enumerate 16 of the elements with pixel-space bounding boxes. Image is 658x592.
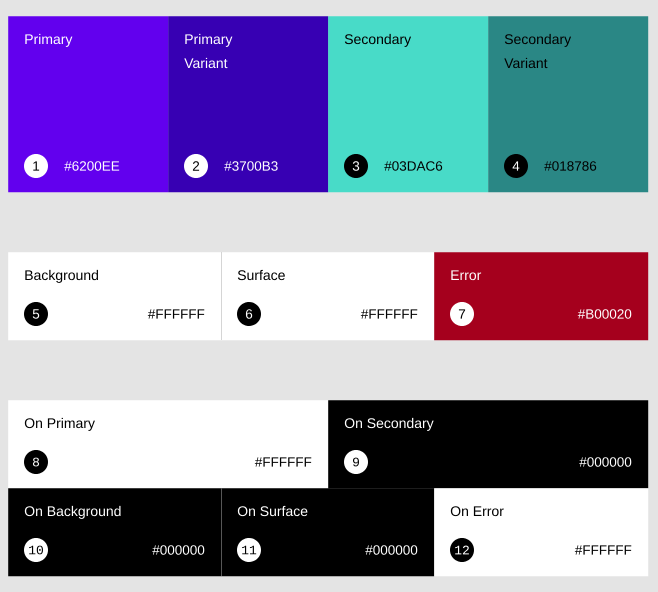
callout-number: 4 xyxy=(504,154,528,178)
callout-number: 11 xyxy=(237,538,261,562)
node-label: #FFFFFF xyxy=(148,309,204,319)
callout-number: 9 xyxy=(344,450,368,474)
callout-number: 10 xyxy=(24,538,48,562)
node-label: #000000 xyxy=(152,545,204,555)
callout-number: 12 xyxy=(450,538,474,562)
callout-number: 7 xyxy=(450,302,474,326)
callout-number: 5 xyxy=(24,302,48,326)
node-label: On Background xyxy=(24,506,121,519)
callout-number: 8 xyxy=(24,450,48,474)
callout-number: 2 xyxy=(184,154,208,178)
callout-number: 3 xyxy=(344,154,368,178)
callout-number: 6 xyxy=(237,302,261,326)
node-label: Background xyxy=(25,270,98,283)
callout-number: 1 xyxy=(24,154,48,178)
